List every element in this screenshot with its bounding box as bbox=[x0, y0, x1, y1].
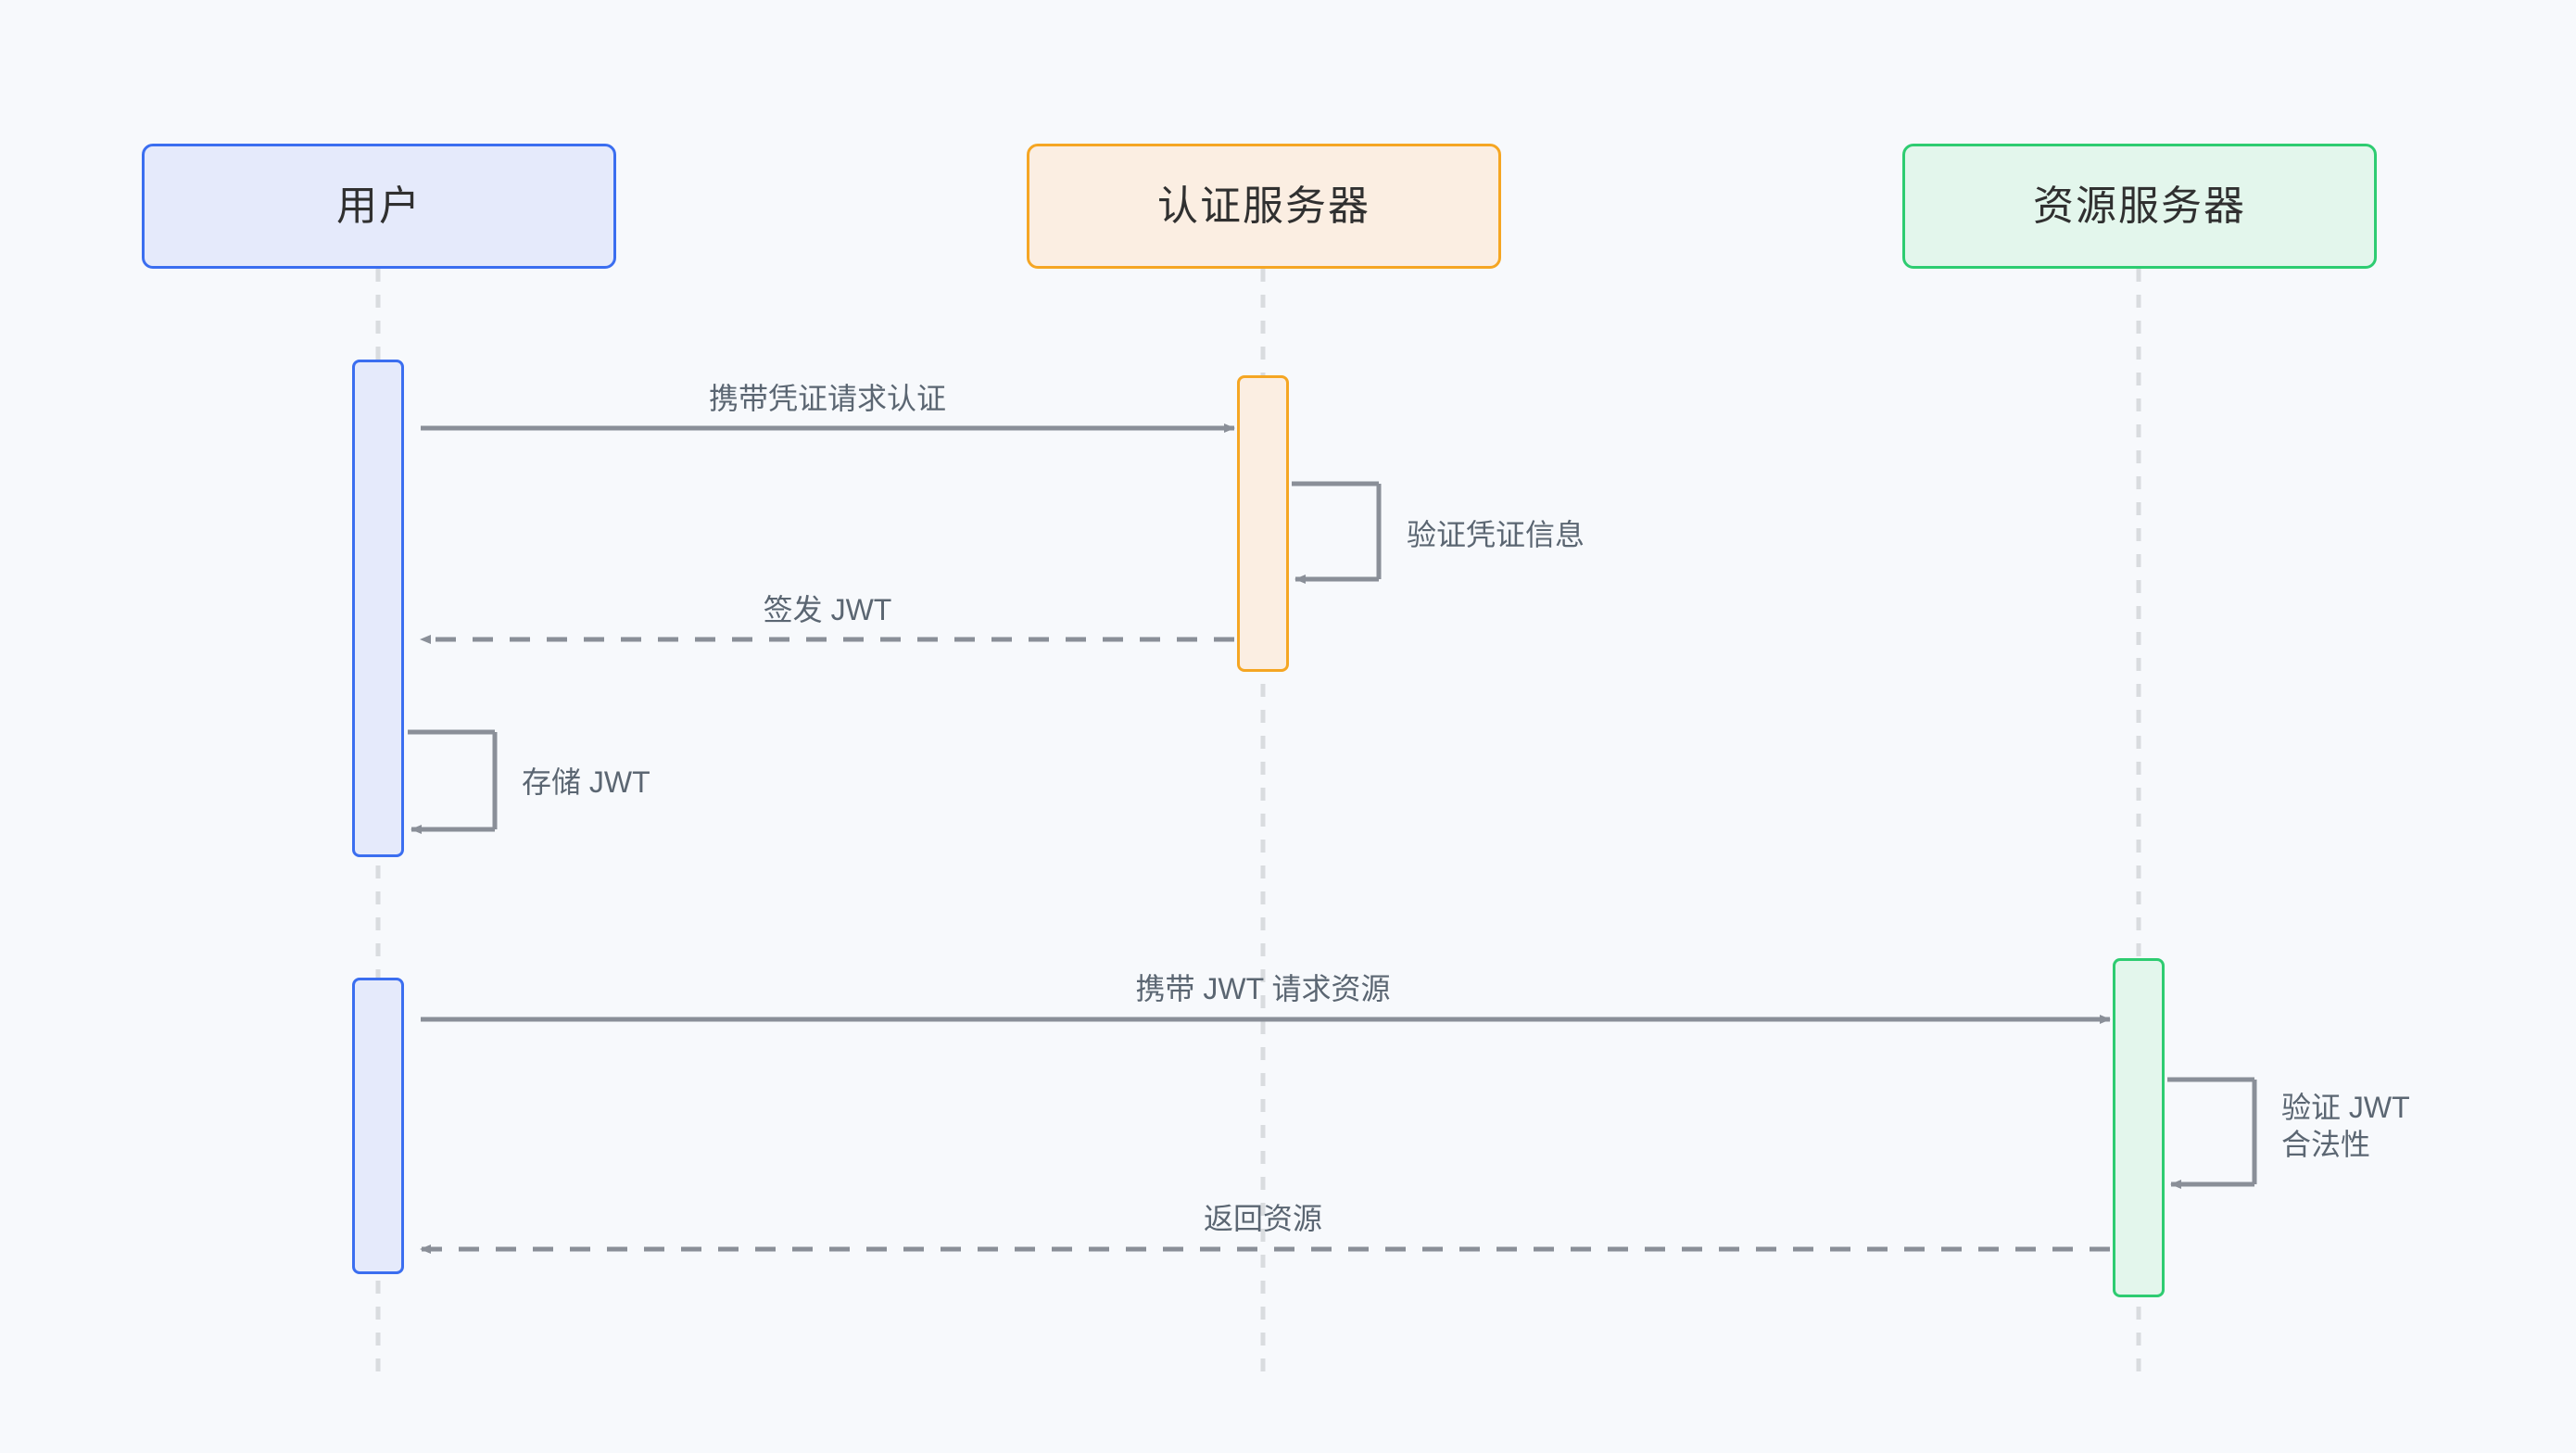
participant-label-auth: 认证服务器 bbox=[1157, 183, 1370, 229]
messages-group bbox=[408, 423, 2257, 1254]
activation-bar-user bbox=[352, 360, 404, 857]
participant-box-user[interactable]: 用户 bbox=[142, 144, 616, 269]
message-label-m3: 签发 JWT bbox=[763, 593, 892, 626]
message-label-m7: 返回资源 bbox=[1203, 1202, 1323, 1235]
message-label-m4: 存储 JWT bbox=[522, 765, 650, 799]
message-label-m2: 验证凭证信息 bbox=[1407, 518, 1585, 551]
participant-box-resource[interactable]: 资源服务器 bbox=[1902, 144, 2377, 269]
activation-bar-auth bbox=[1237, 375, 1289, 672]
message-label-m6: 验证 JWT 合法性 bbox=[2281, 1091, 2410, 1161]
message-label-m1: 携带凭证请求认证 bbox=[708, 382, 947, 415]
message-label-m5: 携带 JWT 请求资源 bbox=[1135, 972, 1391, 1005]
participant-box-auth[interactable]: 认证服务器 bbox=[1027, 144, 1501, 269]
participant-label-resource: 资源服务器 bbox=[2033, 183, 2246, 229]
activation-bar-user bbox=[352, 978, 404, 1274]
participant-label-user: 用户 bbox=[336, 183, 422, 229]
activation-bar-resource bbox=[2113, 958, 2165, 1297]
